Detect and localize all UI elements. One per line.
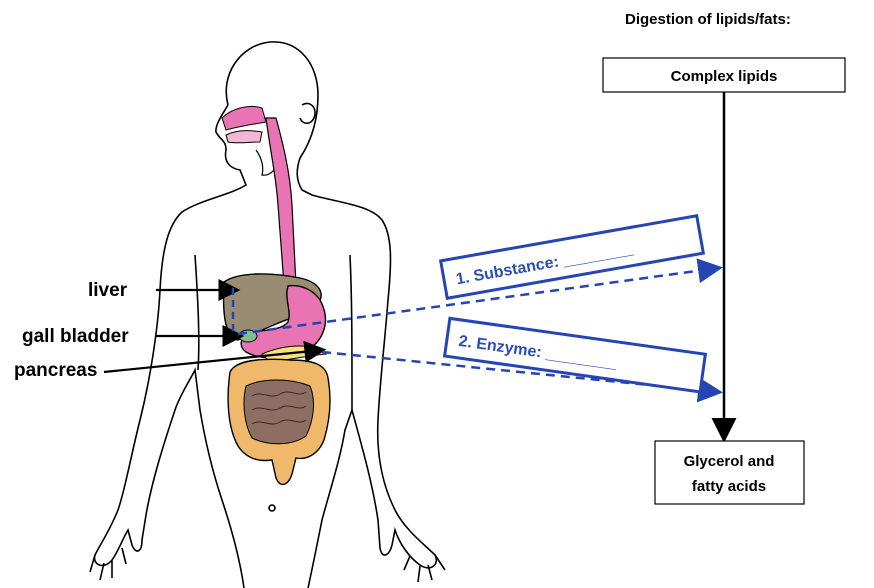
small-intestine <box>243 379 314 445</box>
complex-lipids-box <box>602 57 846 93</box>
pancreas-arrow <box>103 340 327 374</box>
glycerol-line-1: Glycerol and <box>684 453 775 470</box>
diagram-title: Digestion of lipids/fats: <box>625 11 791 28</box>
pancreas-label: pancreas <box>14 360 97 381</box>
mouth-cavity <box>221 105 277 176</box>
small-intestine-coils <box>251 391 307 425</box>
enzyme-blank-box: 2. Enzyme: ________ <box>442 316 708 394</box>
substance-blank-box: 1. Substance: ________ <box>438 213 706 301</box>
glycerol-line-2: fatty acids <box>692 478 766 495</box>
complex-lipids-text: Complex lipids <box>671 68 778 85</box>
stomach-organ <box>240 284 327 359</box>
esophagus <box>265 117 297 286</box>
human-body-outline <box>89 41 446 588</box>
substance-dashed-arrow <box>237 258 723 336</box>
liver-label: liver <box>88 280 128 301</box>
glycerol-fatty-acids-box <box>654 440 805 505</box>
gall-bladder-label: gall bladder <box>22 326 129 347</box>
